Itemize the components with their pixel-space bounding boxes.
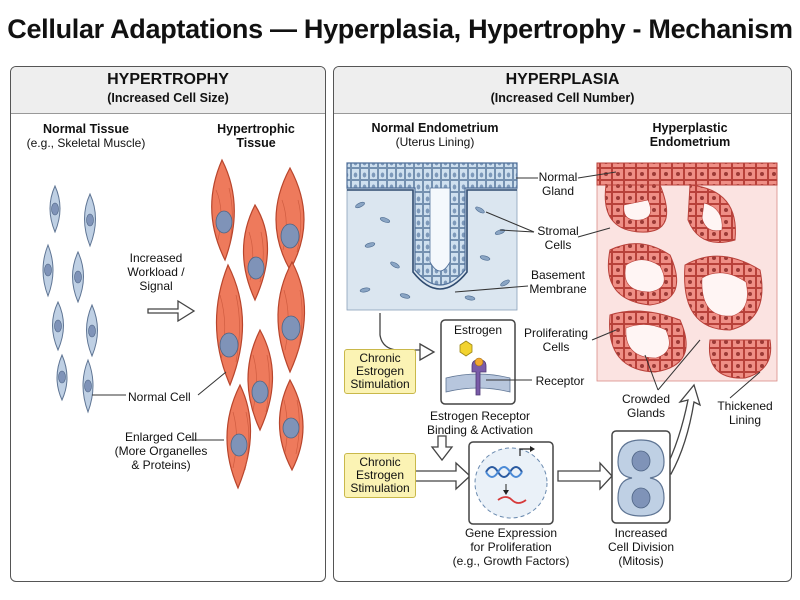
normal-gland-label-1: Normal bbox=[538, 170, 578, 184]
chronic-line-1: Chronic bbox=[359, 455, 401, 469]
page-title: Cellular Adaptations — Hyperplasia, Hype… bbox=[7, 14, 793, 44]
chronic-line-3: Stimulation bbox=[350, 377, 410, 391]
hyperplasia-header: HYPERPLASIA (Increased Cell Number) bbox=[334, 67, 791, 114]
enlarged-cell-label-2: (More Organelles bbox=[114, 444, 208, 458]
arrow-label-2: Workload / bbox=[127, 265, 185, 279]
thickened-lining-label-2: Lining bbox=[728, 413, 762, 427]
hyperplasia-title: HYPERPLASIA bbox=[505, 71, 620, 88]
chronic-estrogen-callout-1: Chronic Estrogen Stimulation bbox=[344, 349, 416, 394]
dna-icon bbox=[485, 466, 523, 478]
crowded-glands-label-1: Crowded bbox=[621, 392, 671, 406]
cell-division-label-2: Cell Division bbox=[607, 540, 675, 554]
hypertrophy-callouts bbox=[92, 371, 227, 441]
normal-tissue-example: (e.g., Skeletal Muscle) bbox=[26, 136, 146, 150]
enlarged-cell bbox=[215, 263, 244, 387]
enlarged-cell-label-1: Enlarged Cell bbox=[124, 430, 198, 444]
enlarged-cell bbox=[211, 158, 235, 262]
hyperplasia-callouts bbox=[454, 171, 761, 399]
crowded-glands-label-2: Glands bbox=[626, 406, 666, 420]
gene-expression-box bbox=[468, 441, 554, 525]
stromal-cells bbox=[355, 201, 510, 301]
estrogen-binding-box bbox=[440, 319, 516, 405]
normal-endometrium-example: (Uterus Lining) bbox=[395, 135, 475, 149]
normal-muscle-cells bbox=[42, 184, 98, 414]
hyperplastic-heading-1: Hyperplastic bbox=[652, 121, 728, 135]
hyperplastic-endometrium bbox=[596, 162, 778, 382]
normal-cell-label: Normal Cell bbox=[128, 390, 191, 404]
chronic-line-3: Stimulation bbox=[350, 481, 410, 495]
cell-division-label-1: Increased bbox=[614, 526, 668, 540]
normal-tissue-heading: Normal Tissue bbox=[43, 122, 129, 136]
chronic-line-2: Estrogen bbox=[355, 364, 405, 378]
enlarged-cell bbox=[275, 166, 305, 272]
mrna-icon bbox=[497, 496, 527, 504]
estrogen-molecule bbox=[459, 340, 473, 357]
hypertrophy-header: HYPERTROPHY (Increased Cell Size) bbox=[11, 67, 325, 114]
hypertrophy-panel: HYPERTROPHY (Increased Cell Size) Normal… bbox=[10, 66, 326, 582]
enlarged-cell-label-3: & Proteins) bbox=[131, 458, 191, 472]
normal-endometrium-heading: Normal Endometrium bbox=[371, 121, 499, 135]
arrow-label-3: Signal bbox=[139, 279, 173, 293]
arrow-label-1: Increased bbox=[129, 251, 183, 265]
normal-endometrium bbox=[346, 162, 518, 311]
normal-cell-nuclei bbox=[44, 202, 96, 393]
proliferating-cells-label-2: Cells bbox=[542, 340, 570, 354]
binding-label-1: Estrogen Receptor bbox=[429, 409, 531, 423]
hypertrophic-nuclei bbox=[215, 210, 301, 457]
binding-label-2: Binding & Activation bbox=[426, 423, 534, 437]
proliferating-cells-label-1: Proliferating bbox=[523, 326, 589, 340]
chronic-line-2: Estrogen bbox=[355, 468, 405, 482]
workload-arrow bbox=[147, 299, 196, 323]
basement-membrane-label-1: Basement bbox=[530, 268, 586, 282]
chronic-line-1: Chronic bbox=[359, 351, 401, 365]
hypertrophy-subtitle: (Increased Cell Size) bbox=[107, 91, 229, 105]
hyperplastic-heading-2: Endometrium bbox=[649, 135, 731, 149]
hypertrophy-title: HYPERTROPHY bbox=[107, 71, 229, 88]
cell-division-label-3: (Mitosis) bbox=[618, 554, 664, 568]
hypertrophic-heading-1: Hypertrophic bbox=[217, 122, 295, 136]
gene-expression-label-2: for Proliferation bbox=[470, 540, 552, 554]
hyperplasia-subtitle: (Increased Cell Number) bbox=[490, 91, 635, 105]
stromal-cells-label-1: Stromal bbox=[537, 224, 579, 238]
estrogen-label: Estrogen bbox=[453, 323, 503, 337]
stromal-cells-label-2: Cells bbox=[544, 238, 572, 252]
enlarged-cell bbox=[242, 203, 268, 302]
gene-expression-label-3: (e.g., Growth Factors) bbox=[452, 554, 570, 568]
hypertrophic-heading-2: Tissue bbox=[236, 136, 276, 150]
basement-membrane-label-2: Membrane bbox=[529, 282, 587, 296]
enlarged-cell bbox=[247, 328, 273, 432]
chronic-estrogen-callout-2: Chronic Estrogen Stimulation bbox=[344, 453, 416, 498]
gene-expression-label-1: Gene Expression bbox=[464, 526, 558, 540]
cell-division-box bbox=[611, 430, 671, 524]
receptor-label: Receptor bbox=[535, 374, 585, 388]
normal-gland-label-2: Gland bbox=[541, 184, 575, 198]
thickened-lining-label-1: Thickened bbox=[717, 399, 773, 413]
